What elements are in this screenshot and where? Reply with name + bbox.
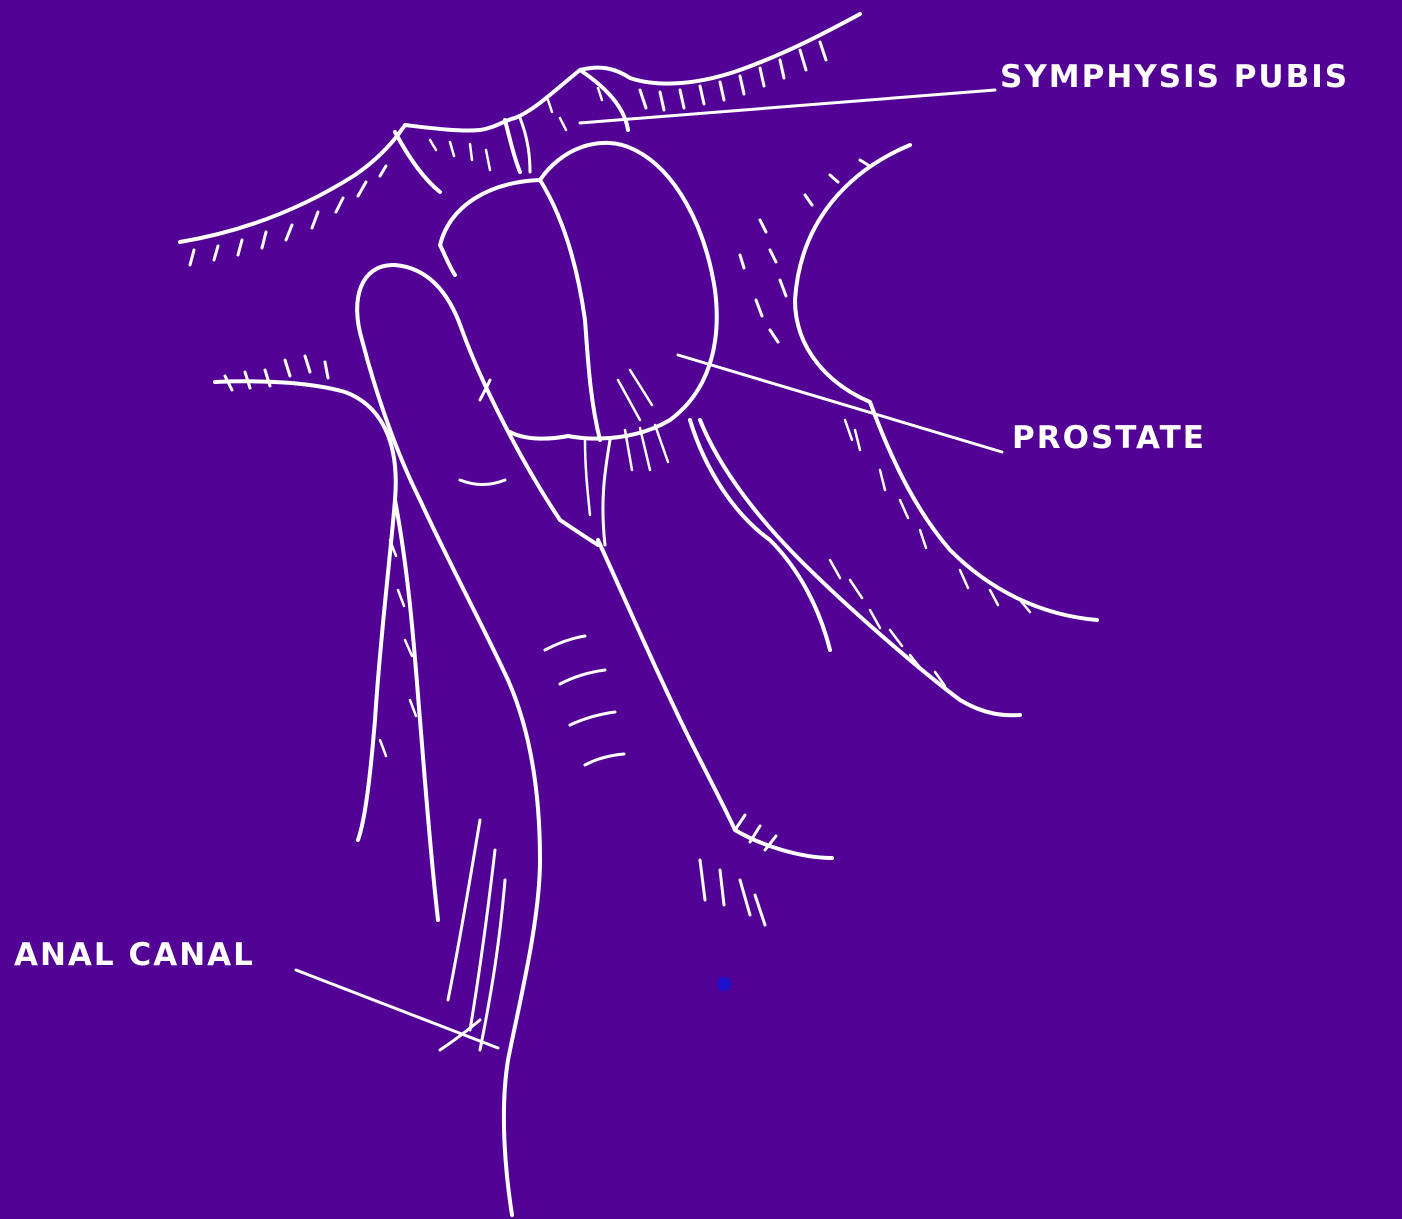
label-symphysis-pubis: SYMPHYSIS PUBIS (1000, 62, 1349, 93)
dot-marker (717, 977, 731, 991)
symphysis-pubis-drawing (180, 14, 860, 265)
leader-lines (296, 90, 1002, 1048)
left-tissue-drawing (215, 356, 505, 1050)
leader-anal-canal (296, 970, 498, 1048)
label-prostate: PROSTATE (1012, 423, 1206, 454)
leader-prostate (678, 355, 1002, 452)
label-anal-canal: ANAL CANAL (14, 940, 255, 971)
